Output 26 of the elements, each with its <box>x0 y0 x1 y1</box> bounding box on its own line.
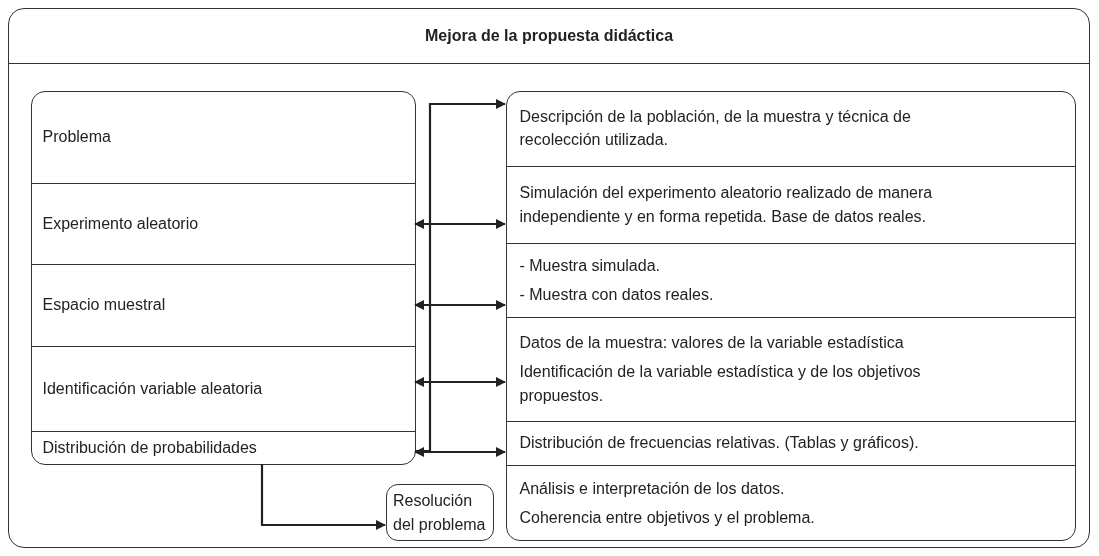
process-box <box>386 484 494 541</box>
description-text: Identificación de la variable estadística y de los objetivos propuestos. <box>519 362 922 406</box>
description-text: Coherencia entre objetivos y el problema. <box>519 508 816 528</box>
description-text: Análisis e interpretación de los datos. <box>519 478 786 499</box>
description-text: Descripción de la población, de la muestra y técnica de recolección utilizada. <box>519 106 912 150</box>
description-text: Datos de la muestra: valores de la variable estadística <box>519 333 905 354</box>
concept-label: Distribución de probabilidades <box>42 438 258 459</box>
concept-label: Experimento aleatorio <box>42 213 200 234</box>
arrow <box>260 464 386 530</box>
arrow <box>414 300 506 310</box>
concept-label: Espacio muestral <box>42 295 167 316</box>
concept-label: Identificación variable aleatoria <box>42 378 264 399</box>
panel <box>31 91 416 465</box>
concept-label: Problema <box>42 126 112 147</box>
diagram-frame <box>8 8 1090 548</box>
description-text: Simulación del experimento aleatorio realizado de manera independiente y en forma repetida. Base de datos reales. <box>519 183 934 227</box>
description-text: - Muestra con datos reales. <box>519 285 715 305</box>
panel <box>506 91 1076 541</box>
description-text: - Muestra simulada. <box>519 255 661 276</box>
description-text: Distribución de frecuencias relativas. (Tablas y gráficos). <box>519 433 920 454</box>
arrow <box>414 377 506 387</box>
arrow <box>415 99 506 453</box>
arrow <box>414 219 506 229</box>
arrow <box>414 447 506 457</box>
frame-heading: Mejora de la propuesta didáctica <box>424 27 674 45</box>
process-label: Resolución del problema <box>393 491 487 535</box>
